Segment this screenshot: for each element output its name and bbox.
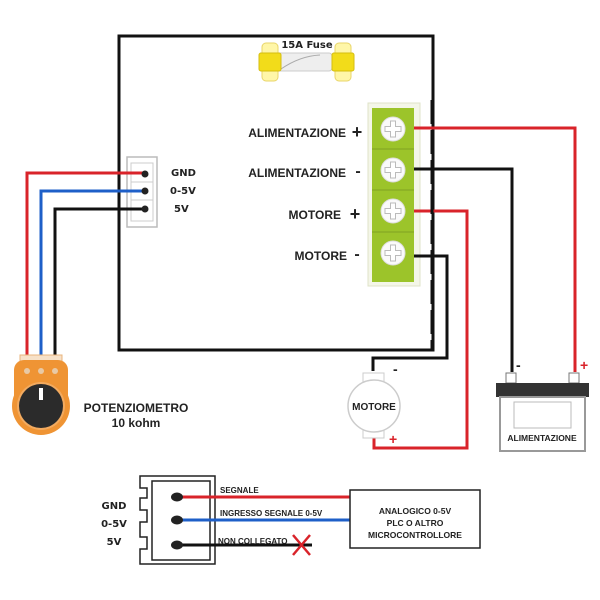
terminal-label-motor-plus: MOTORE bbox=[289, 208, 341, 222]
terminal-screw-icon[interactable] bbox=[380, 116, 406, 142]
wire-5v-black bbox=[53, 207, 145, 358]
wire-motor-plus bbox=[372, 209, 469, 450]
terminal-screw-icon[interactable] bbox=[380, 198, 406, 224]
connector-pin-dot bbox=[141, 205, 149, 213]
terminal-polarity-power-minus: - bbox=[355, 163, 360, 180]
terminal-polarity-motor-minus: - bbox=[354, 246, 359, 263]
battery-plus-sign: + bbox=[580, 357, 588, 373]
terminal-label-power-minus: ALIMENTAZIONE bbox=[248, 166, 346, 180]
controller-device-line-3: MICROCONTROLLORE bbox=[368, 530, 462, 540]
battery: ALIMENTAZIONE - + bbox=[496, 357, 589, 452]
controller-device-line-2: PLC O ALTRO bbox=[387, 518, 444, 528]
terminal-screw-icon[interactable] bbox=[380, 240, 406, 266]
alt-wire-label-input: INGRESSO SEGNALE 0-5V bbox=[220, 509, 323, 518]
pot-knob[interactable] bbox=[19, 384, 63, 428]
pot-value: 10 kohm bbox=[112, 416, 161, 430]
connector-pin-dot bbox=[141, 187, 149, 195]
alt-wire-label-nc: NON COLLEGATO bbox=[218, 537, 287, 546]
control-connector: GND 0-5V 5V bbox=[126, 156, 196, 228]
battery-lid bbox=[496, 383, 589, 397]
terminal-polarity-power-plus: + bbox=[352, 122, 363, 142]
controller-device-line-1: ANALOGICO 0-5V bbox=[379, 506, 452, 516]
connector-pin-0-5v: 0-5V bbox=[170, 186, 196, 197]
battery-minus-sign: - bbox=[516, 357, 521, 373]
wire-motor-minus bbox=[371, 254, 449, 371]
wire-battery-plus bbox=[414, 126, 577, 372]
alt-wire-label-signal: SEGNALE bbox=[220, 486, 259, 495]
potentiometer: POTENZIOMETRO 10 kohm bbox=[12, 354, 189, 435]
motor-body bbox=[347, 379, 401, 433]
connector-pin-dot bbox=[141, 170, 149, 178]
fuse-band-right bbox=[331, 52, 355, 72]
alt-pin-0-5v: 0-5V bbox=[101, 519, 127, 530]
not-connected-x-icon bbox=[292, 534, 311, 556]
pot-name: POTENZIOMETRO bbox=[84, 401, 189, 415]
motor-minus-sign: - bbox=[393, 361, 398, 377]
wire-battery-minus bbox=[414, 167, 514, 372]
motor-plus-sign: + bbox=[389, 431, 397, 447]
fuse-filament bbox=[280, 54, 321, 70]
fuse: 15A Fuse bbox=[258, 40, 355, 82]
controller-device-box bbox=[349, 489, 481, 549]
wire-gnd-red bbox=[25, 171, 145, 358]
battery-window bbox=[513, 401, 572, 429]
fuse-label: 15A Fuse bbox=[281, 40, 333, 51]
connector-pin-gnd: GND bbox=[171, 168, 196, 179]
connector-pin-5v: 5V bbox=[174, 204, 189, 215]
battery-label: ALIMENTAZIONE bbox=[507, 433, 577, 443]
fuse-band-left bbox=[258, 52, 282, 72]
wire-signal-blue bbox=[39, 189, 145, 358]
terminal-polarity-motor-plus: + bbox=[350, 204, 361, 224]
alt-pin-gnd: GND bbox=[102, 501, 127, 512]
terminal-screw-icon[interactable] bbox=[380, 157, 406, 183]
alt-wiring: GND 0-5V 5V SEGNALE INGRESSO SEGNALE 0-5… bbox=[101, 475, 481, 565]
motor-label: MOTORE bbox=[352, 402, 396, 413]
pot-knob-indicator bbox=[39, 388, 43, 400]
alt-pin-5v: 5V bbox=[107, 537, 122, 548]
terminal-block bbox=[367, 102, 421, 287]
terminal-label-motor-minus: MOTORE bbox=[295, 249, 347, 263]
terminal-label-power-plus: ALIMENTAZIONE bbox=[248, 126, 346, 140]
motor: MOTORE - + bbox=[347, 361, 401, 447]
